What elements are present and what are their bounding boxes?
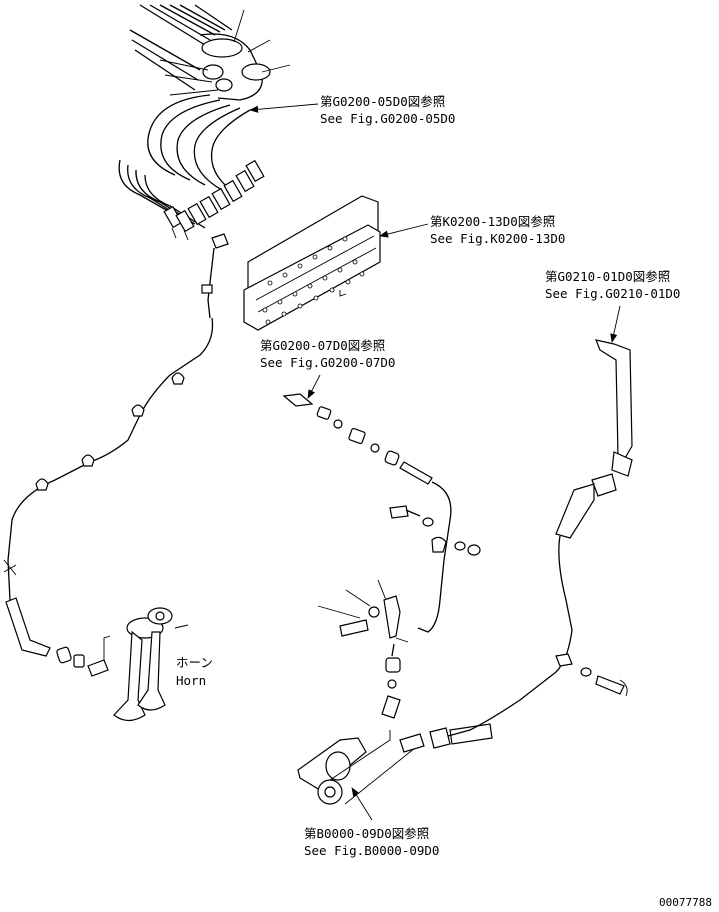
horn-label-en: Horn [176,673,206,688]
center-harness [282,393,481,719]
right-harness [447,339,633,737]
horn-wire-left [3,233,229,677]
leader-b0000-09d0 [351,787,373,821]
ref-g0210-01d0-jp: 第G0210-01D0図参照 [545,269,670,284]
wiring-harness-bundle [118,4,291,241]
leader-g0200-07d0 [307,374,321,399]
fuse-box [243,195,381,331]
leader-g0210-01d0 [610,305,621,343]
ref-b0000-09d0-en: See Fig.B0000-09D0 [304,843,439,858]
drawing-number: 00077788 [659,896,712,909]
ref-g0210-01d0-en: See Fig.G0210-01D0 [545,286,680,301]
ref-g0200-07d0-jp: 第G0200-07D0図参照 [260,338,385,353]
ref-g0200-05d0-jp: 第G0200-05D0図参照 [320,94,445,109]
ref-g0200-05d0-en: See Fig.G0200-05D0 [320,111,455,126]
ref-g0200-07d0-en: See Fig.G0200-07D0 [260,355,395,370]
leader-k0200-13d0 [379,223,429,238]
ref-k0200-13d0-en: See Fig.K0200-13D0 [430,231,565,246]
leader-g0200-05d0 [249,103,319,113]
horn-assembly [113,607,189,722]
ref-b0000-09d0-jp: 第B0000-09D0図参照 [304,826,429,841]
switch-bracket [297,723,493,805]
ref-k0200-13d0-jp: 第K0200-13D0図参照 [430,214,555,229]
horn-label-jp: ホーン [176,655,213,670]
